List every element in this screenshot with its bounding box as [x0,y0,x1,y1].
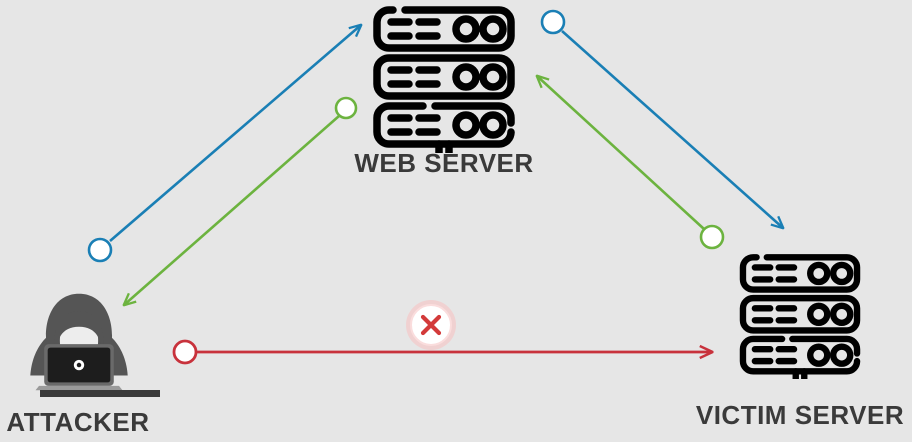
server-rack-icon [743,257,857,410]
connection-attacker-to-web-server [87,25,361,263]
hacker-hoodie-laptop-icon [30,293,128,391]
connection-web-server-to-victim-server [540,9,783,228]
green-endpoint-circle-victim [699,224,725,250]
attacker-label: ATTACKER [6,407,149,437]
x-icon [420,314,442,336]
blue-line-attacker-to-web [109,25,361,242]
blue-endpoint-circle-web [540,9,566,35]
node-web-server: WEB SERVER [354,10,533,178]
green-endpoint-circle-web [334,96,358,120]
blue-endpoint-circle-attacker [87,237,113,263]
connection-web-server-to-attacker [124,96,358,305]
connection-attacker-to-victim-blocked [172,339,712,365]
attacker-desk-bar [40,390,160,397]
blocked-x-marker [406,300,456,350]
victim-server-label: VICTIM SERVER [696,400,904,430]
green-line-web-to-attacker [124,115,340,305]
blue-line-web-to-victim [561,30,783,228]
node-victim-server: VICTIM SERVER [696,257,904,430]
node-attacker: ATTACKER [6,293,160,437]
connection-victim-server-to-web-server [537,76,725,250]
red-endpoint-circle-attacker [172,339,198,365]
green-line-victim-to-web [537,76,705,230]
web-server-label: WEB SERVER [354,148,533,178]
